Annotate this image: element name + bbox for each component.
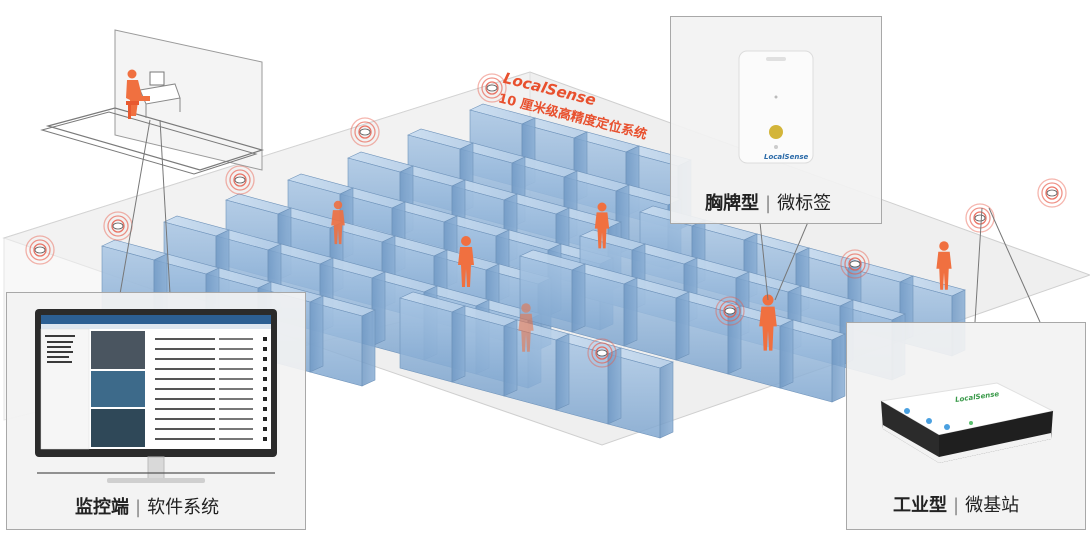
person-icon xyxy=(458,236,474,287)
anchor-callout: LocalSense 工业型|微基站 xyxy=(846,322,1086,530)
anchor-desc: 微基站 xyxy=(965,495,1020,516)
tag-leader-line xyxy=(759,221,769,301)
beacon-icon xyxy=(715,296,745,326)
software-title: 监控端 xyxy=(75,497,129,518)
beacon-icon xyxy=(965,203,995,233)
beacon-icon xyxy=(840,249,870,279)
people-group xyxy=(331,200,952,352)
beacon-icon xyxy=(350,117,380,147)
person-icon xyxy=(331,200,345,245)
server-rack-icon xyxy=(399,291,466,383)
tag-title: 胸牌型 xyxy=(705,193,759,214)
software-label: 监控端 |软件系统 xyxy=(75,493,219,519)
anchor-leader-line xyxy=(988,207,1041,323)
tag-device-logo: LocalSense xyxy=(764,153,809,161)
beacon-icon xyxy=(103,211,133,241)
tag-callout: LocalSense 胸牌型 |微标签 xyxy=(670,16,882,224)
label-separator: | xyxy=(765,193,772,214)
anchor-leader-line xyxy=(974,207,983,323)
monitor-icon xyxy=(35,309,277,483)
server-rack-icon xyxy=(519,249,586,333)
person-icon xyxy=(594,202,610,249)
tag-label: 胸牌型 |微标签 xyxy=(705,189,831,215)
label-separator: | xyxy=(953,495,960,516)
anchor-label: 工业型 |微基站 xyxy=(893,491,1019,517)
beacon-icon xyxy=(587,338,617,368)
person-icon xyxy=(126,69,150,119)
office-workstation xyxy=(40,29,265,295)
beacon-icon xyxy=(1037,178,1067,208)
beacon-group xyxy=(25,73,1067,368)
badge-tag-icon xyxy=(738,50,814,164)
person-icon xyxy=(936,241,952,290)
tag-leader-line xyxy=(774,221,809,301)
tag-desc: 微标签 xyxy=(777,193,832,214)
beacon-icon xyxy=(25,235,55,265)
anchor-title: 工业型 xyxy=(893,495,947,516)
base-station-icon xyxy=(879,382,1055,463)
software-callout: 监控端 |软件系统 xyxy=(6,292,306,530)
beacon-icon xyxy=(225,165,255,195)
software-desc: 软件系统 xyxy=(147,497,220,518)
person-icon xyxy=(518,303,534,352)
beacon-icon xyxy=(477,73,507,103)
label-separator: | xyxy=(135,497,142,518)
